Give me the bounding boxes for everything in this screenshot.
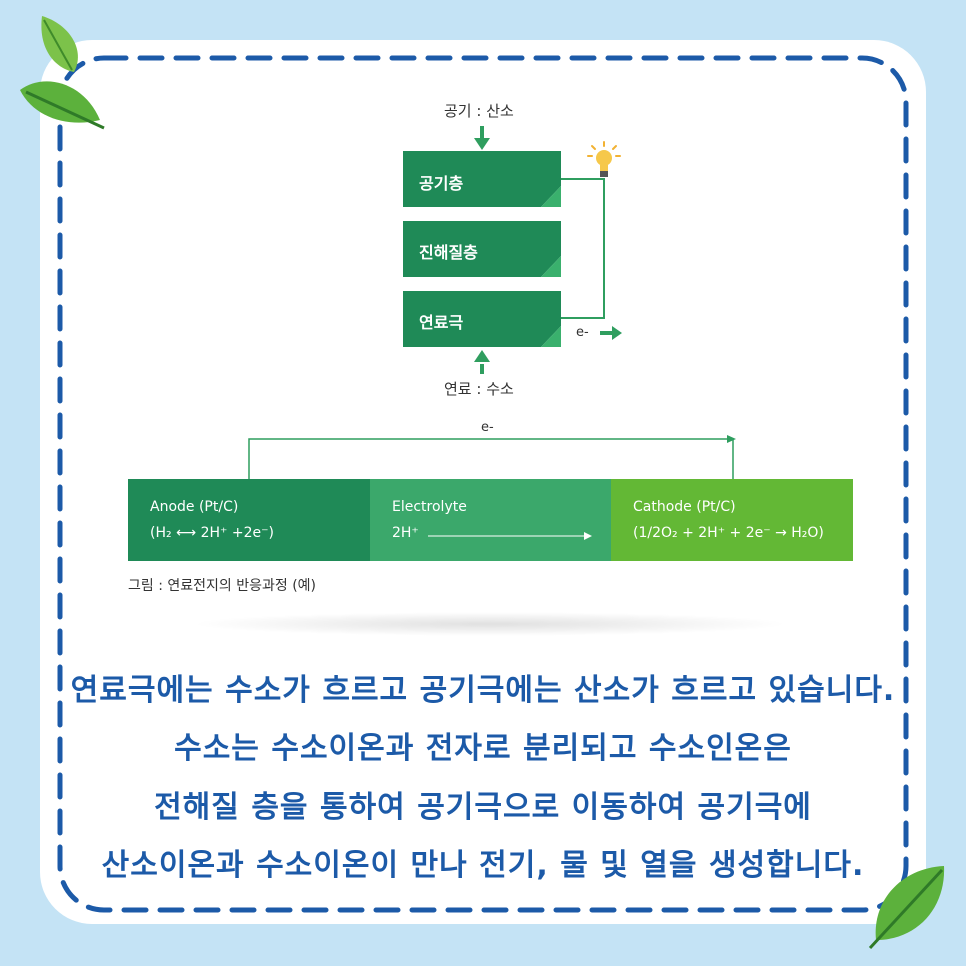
layer-box-anode <box>403 291 561 347</box>
electrolyte-equation: 2H⁺ <box>392 525 419 541</box>
air-input-label: 공기 : 산소 <box>444 102 514 120</box>
layer-label-air: 공기층 <box>419 174 464 193</box>
lightbulb-icon <box>587 141 621 177</box>
electron-out-label: e- <box>576 325 589 340</box>
anode-equation: (H₂ ⟷ 2H⁺ +2e⁻) <box>150 525 274 541</box>
electrolyte-title: Electrolyte <box>392 499 467 515</box>
layer-box-electrolyte <box>403 221 561 277</box>
electrolyte-band: Electrolyte 2H⁺ <box>370 479 611 561</box>
description-line-1: 연료극에는 수소가 흐르고 공기극에는 산소가 흐르고 있습니다. <box>70 673 896 708</box>
fuel-input-label: 연료 : 수소 <box>444 380 514 398</box>
description-line-2: 수소는 수소이온과 전자로 분리되고 수소인온은 <box>174 731 792 766</box>
proton-arrow <box>428 532 592 540</box>
leaf-icon <box>868 866 945 950</box>
description-line-3: 전해질 층을 통하여 공기극으로 이동하여 공기극에 <box>154 790 812 825</box>
divider-shadow <box>190 612 790 636</box>
cathode-equation: (1/2O₂ + 2H⁺ + 2e⁻ → H₂O) <box>633 525 824 541</box>
layer-box-air <box>403 151 561 207</box>
layer-label-electrolyte: 진해질층 <box>419 243 478 262</box>
anode-title: Anode (Pt/C) <box>150 499 239 515</box>
layer-label-anode: 연료극 <box>419 313 464 332</box>
leaf-icon <box>20 16 105 130</box>
figure-caption: 그림 : 연료전지의 반응과정 (예) <box>128 578 317 594</box>
description-line-4: 산소이온과 수소이온이 만나 전기, 물 및 열을 생성합니다. <box>101 848 865 883</box>
electron-flow-label: e- <box>481 420 494 435</box>
cathode-title: Cathode (Pt/C) <box>633 499 736 515</box>
cathode-band: Cathode (Pt/C) (1/2O₂ + 2H⁺ + 2e⁻ → H₂O) <box>611 479 853 561</box>
anode-band: Anode (Pt/C) (H₂ ⟷ 2H⁺ +2e⁻) <box>128 479 370 561</box>
